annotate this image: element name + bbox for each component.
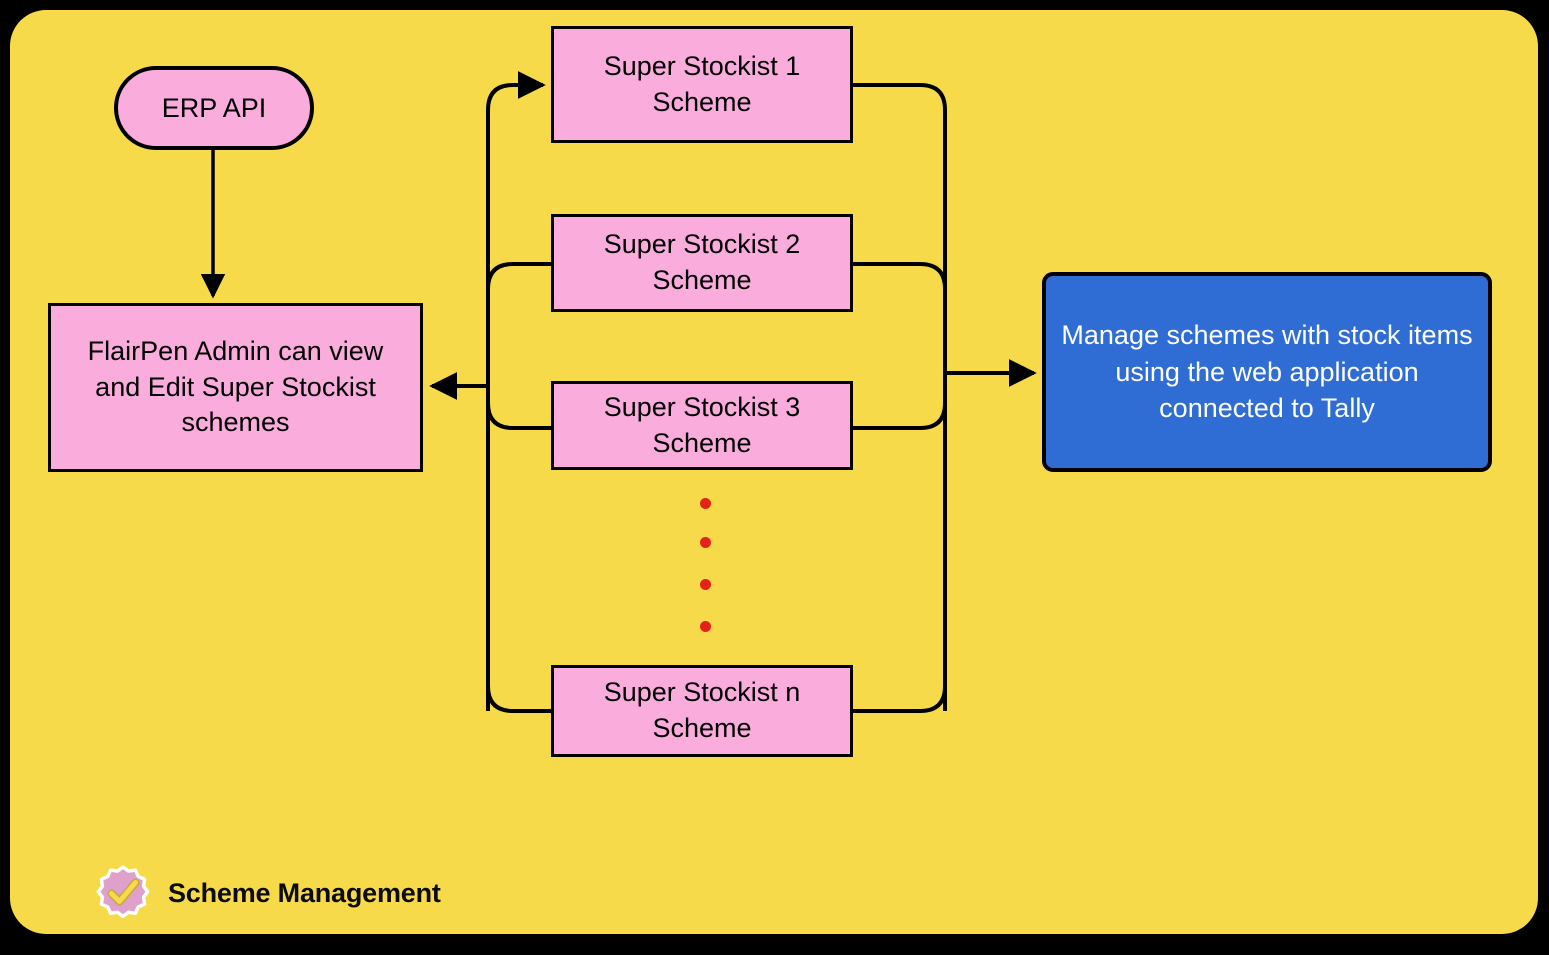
node-flairpen-admin[interactable]: FlairPen Admin can view and Edit Super S…: [48, 303, 423, 472]
edge-stockist-n-to-right-bus: [853, 685, 947, 713]
ellipsis-dot: [700, 579, 711, 590]
node-super-stockist-2-label: Super Stockist 2 Scheme: [603, 229, 801, 295]
edge-bus-to-stockist-1: [486, 71, 546, 111]
node-super-stockist-3[interactable]: Super Stockist 3 Scheme: [551, 381, 853, 470]
ellipsis-dot: [700, 537, 711, 548]
node-erp-api-label: ERP API: [161, 92, 267, 123]
verified-check-badge-icon: [95, 865, 151, 921]
node-erp-api[interactable]: ERP API: [114, 66, 314, 150]
footer-title: Scheme Management: [168, 877, 441, 908]
ellipsis-dot: [700, 621, 711, 632]
node-super-stockist-n[interactable]: Super Stockist n Scheme: [551, 665, 853, 757]
edge-stockist-3-to-bus: [486, 402, 551, 430]
ellipsis-dot: [700, 498, 711, 509]
node-flairpen-admin-label: FlairPen Admin can view and Edit Super S…: [87, 336, 384, 438]
node-super-stockist-n-label: Super Stockist n Scheme: [603, 677, 801, 743]
node-super-stockist-1[interactable]: Super Stockist 1 Scheme: [551, 26, 853, 143]
node-super-stockist-1-label: Super Stockist 1 Scheme: [603, 50, 801, 117]
footer-caption: Scheme Management: [95, 865, 441, 921]
node-super-stockist-2[interactable]: Super Stockist 2 Scheme: [551, 214, 853, 312]
node-super-stockist-3-label: Super Stockist 3 Scheme: [603, 391, 801, 458]
node-tally-web-application[interactable]: Manage schemes with stock items using th…: [1042, 272, 1492, 472]
diagram-board: ERP API FlairPen Admin can view and Edit…: [10, 10, 1538, 934]
edge-stockist-1-to-right-bus: [853, 83, 947, 111]
edge-stockist-2-to-right-bus: [853, 262, 947, 290]
edge-stockist-2-to-bus: [486, 262, 551, 290]
edge-stockist-n-to-bus: [486, 685, 551, 713]
edge-stockist-3-to-right-bus: [853, 402, 947, 430]
node-tally-label: Manage schemes with stock items using th…: [1061, 320, 1473, 424]
